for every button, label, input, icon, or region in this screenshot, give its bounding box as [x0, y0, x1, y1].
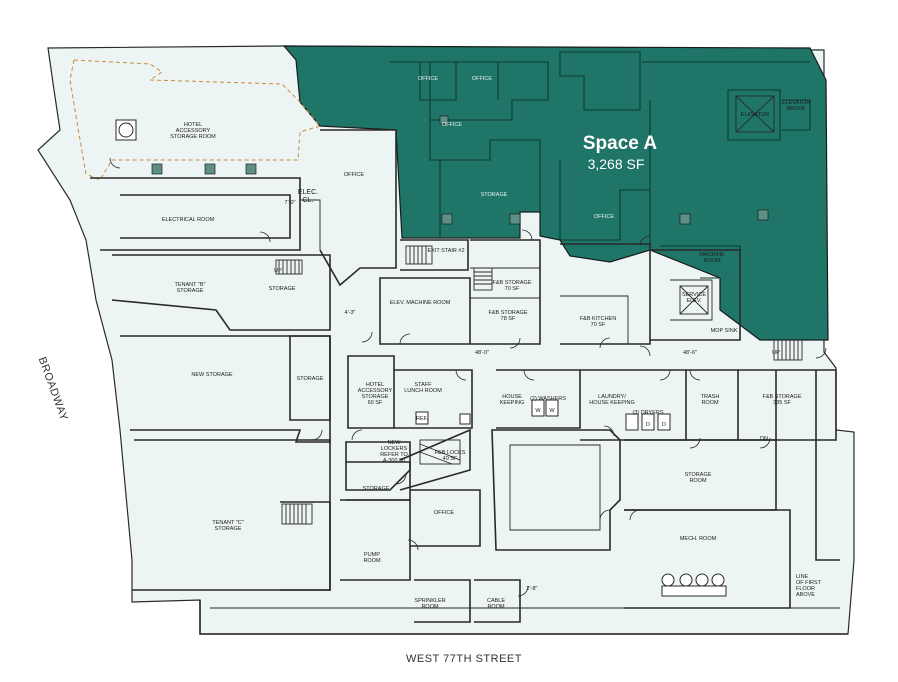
- room-label: HOTEL: [184, 122, 202, 128]
- room-label: NEW: [388, 440, 402, 446]
- room-label: OFFICE: [594, 214, 614, 220]
- room-label: 60 SF: [368, 400, 383, 406]
- room-label: ELEV. MACHINE ROOM: [390, 300, 451, 306]
- room-label: SPRINKLER: [414, 598, 445, 604]
- room-label: F&B LOCKS: [435, 450, 466, 456]
- room-label: F&B STORAGE: [488, 310, 527, 316]
- room-label: (2) WASHERS: [530, 396, 566, 402]
- room-label: LUNCH ROOM: [404, 388, 442, 394]
- room-label: W: [535, 408, 541, 414]
- door-swings: [109, 157, 827, 597]
- room-label: ROOM: [703, 258, 721, 264]
- room-label: MACHINE: [699, 252, 725, 258]
- mech-equipment: [115, 119, 727, 597]
- room-label: OFFICE: [442, 122, 462, 128]
- space-a-area: 3,268 SF: [588, 156, 645, 172]
- fixture-columns: [151, 115, 769, 225]
- room-label: ELEVATOR: [782, 100, 810, 106]
- room-label: OFFICE: [344, 172, 364, 178]
- room-label: D: [662, 422, 666, 428]
- room-label: UP: [274, 268, 282, 274]
- room-label: STORAGE: [297, 376, 324, 382]
- room-label: ACCESSORY: [358, 388, 393, 394]
- room-label: STORAGE: [481, 192, 508, 198]
- room-label: MECH. ROOM: [680, 536, 717, 542]
- room-label: TENANT "C": [212, 520, 243, 526]
- hotel-storage-boundary: [69, 59, 321, 181]
- room-label: STORAGE: [177, 288, 204, 294]
- room-label: D: [646, 422, 650, 428]
- room-label: EXIT STAIR #2: [427, 248, 464, 254]
- dimension-label: 4'-3": [345, 310, 356, 316]
- dimension-label: 48'-0": [475, 350, 489, 356]
- room-label: OF FIRST: [796, 580, 822, 586]
- room-label: STORAGE: [215, 526, 242, 532]
- room-label: STORAGE: [363, 486, 390, 492]
- stair-symbols: [275, 245, 803, 525]
- room-label: (3) DRYERS: [632, 410, 663, 416]
- room-label: 70 SF: [505, 286, 520, 292]
- room-label: SERVICE: [682, 292, 706, 298]
- room-label: ELEC.: [298, 189, 318, 196]
- room-label: TENANT "B": [174, 282, 205, 288]
- room-label: 70 SF: [591, 322, 606, 328]
- street-west-label: BROADWAY: [36, 355, 70, 422]
- room-label: ROOM: [689, 478, 707, 484]
- room-label: 40 SF: [443, 456, 458, 462]
- room-label: 78 SF: [501, 316, 516, 322]
- room-label: KEEPING: [500, 400, 524, 406]
- room-label: REFER TO: [380, 452, 408, 458]
- room-label: ELEV.: [686, 298, 702, 304]
- room-label: STORAGE: [269, 286, 296, 292]
- room-label: MOP SINK: [711, 328, 738, 334]
- room-label: STORAGE: [685, 472, 712, 478]
- space-a-partitions: [390, 51, 811, 279]
- room-label: ROOM: [701, 400, 719, 406]
- room-label: HOTEL: [366, 382, 384, 388]
- room-label: ABOVE: [796, 592, 815, 598]
- room-label: CL.: [303, 197, 314, 204]
- room-label: PUMP: [364, 552, 380, 558]
- room-label: ROOM: [421, 604, 439, 610]
- room-label: OFFICE: [472, 76, 492, 82]
- room-label: OFFICE: [418, 76, 438, 82]
- room-label: A-300.00: [383, 458, 405, 464]
- room-label: 335 SF: [773, 400, 791, 406]
- dimension-label: 2'-8": [527, 586, 538, 592]
- room-labels: HOTEL ACCESSORY STORAGE ROOM OFFICE ELEC…: [162, 76, 822, 610]
- street-south-label: WEST 77TH STREET: [406, 653, 522, 665]
- dimension-label: 7'-0": [285, 200, 296, 206]
- room-label: LINE: [796, 574, 809, 580]
- room-label: W: [549, 408, 555, 414]
- room-label: F&B KITCHEN: [580, 316, 616, 322]
- room-label: STAFF: [414, 382, 432, 388]
- room-label: ACCESSORY: [176, 128, 211, 134]
- space-a-title: Space A: [583, 133, 658, 154]
- room-label: F&B STORAGE: [762, 394, 801, 400]
- room-label: ELECTRICAL ROOM: [162, 217, 215, 223]
- dimension-label: 48'-6": [683, 350, 697, 356]
- room-label: UP: [772, 350, 780, 356]
- elevator-symbols: [679, 95, 775, 315]
- room-label: ROOM: [487, 604, 505, 610]
- room-label: LOCKERS: [381, 446, 408, 452]
- room-label: HOUSE: [502, 394, 522, 400]
- room-label: ABOVE: [787, 106, 806, 112]
- room-label: FLOOR: [796, 586, 815, 592]
- room-label: F&B STORAGE: [492, 280, 531, 286]
- room-label: CABLE: [487, 598, 505, 604]
- room-label: ROOM: [363, 558, 381, 564]
- room-label: ELEVATOR: [741, 112, 769, 118]
- room-label: LAUNDRY/: [598, 394, 626, 400]
- dimension-labels: 4'-3" 48'-0" 48'-6" 2'-8" 7'-0": [285, 200, 698, 592]
- room-label: STORAGE ROOM: [170, 134, 216, 140]
- room-label: REF.: [416, 416, 428, 422]
- room-label: NEW STORAGE: [191, 372, 232, 378]
- room-label: TRASH: [701, 394, 720, 400]
- room-label: HOUSE KEEPING: [589, 400, 635, 406]
- room-label: STORAGE: [362, 394, 389, 400]
- room-label: OFFICE: [434, 510, 454, 516]
- room-label: DN: [760, 436, 768, 442]
